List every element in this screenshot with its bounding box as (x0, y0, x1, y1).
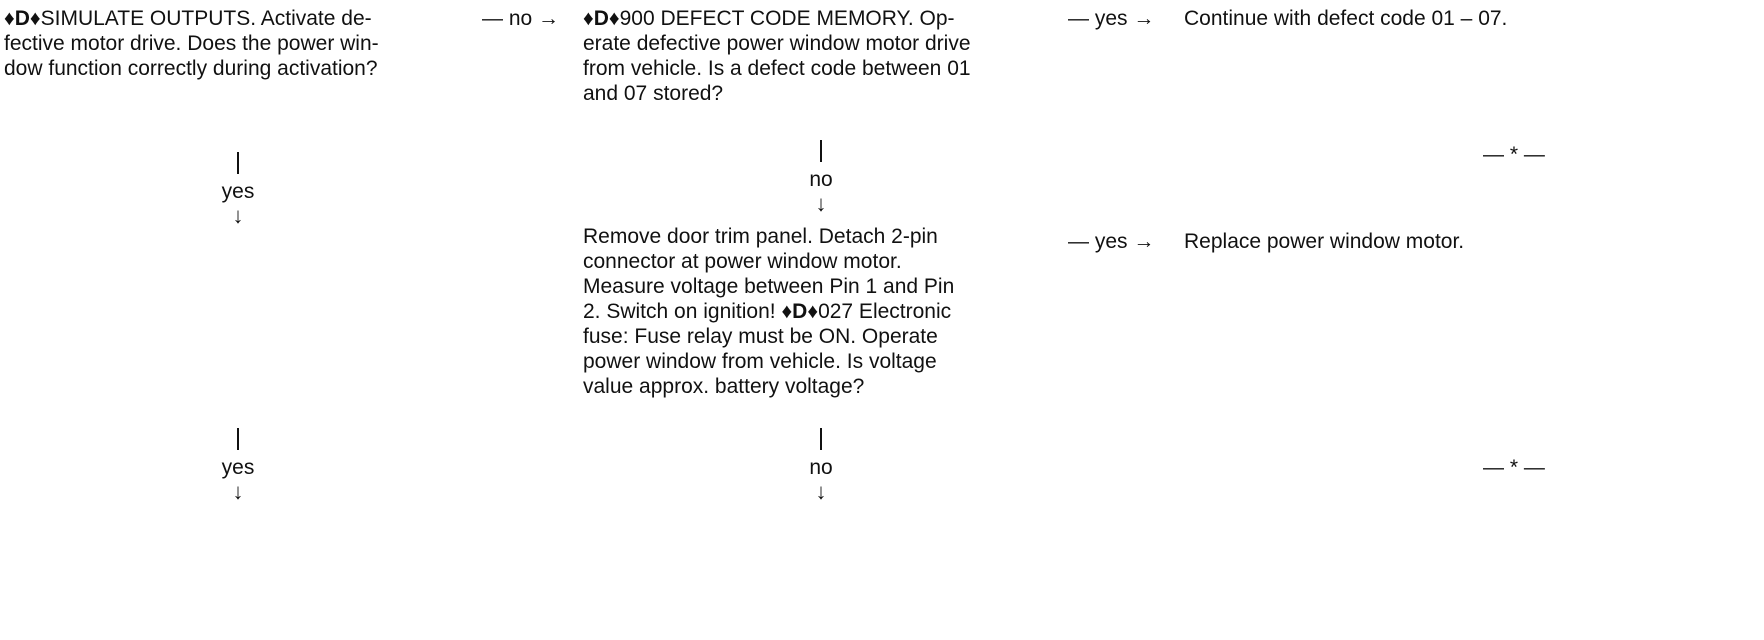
step2-text: 900 DEFECT CODE MEMORY. Op- erate defect… (583, 7, 971, 105)
step3-yes-arrow: — yes → (1068, 230, 1155, 253)
step1-no-arrow: — no → (482, 7, 560, 30)
step3-text-after: 027 Electronic fuse: Fuse relay must be … (583, 300, 952, 398)
step1-yes-flow-2: yes ↓ (208, 428, 268, 504)
step2-yes-arrow: — yes → (1068, 7, 1155, 30)
diagnostic-marker: ♦D♦ (4, 7, 41, 30)
flow-label-yes: yes (221, 180, 255, 203)
step1-yes-flow-1: yes ↓ (208, 152, 268, 228)
step2-yes-result: Continue with defect code 01 – 07. (1184, 7, 1508, 30)
step2-question: ♦D♦900 DEFECT CODE MEMORY. Op- erate def… (583, 6, 1053, 106)
flow-line (820, 428, 822, 450)
down-arrow-icon: ↓ (232, 203, 244, 228)
flow-label-no: no (809, 456, 833, 479)
down-arrow-icon: ↓ (815, 191, 827, 216)
step1-text: SIMULATE OUTPUTS. Activate de- fective m… (4, 7, 379, 80)
end-marker: — * — (1483, 456, 1545, 479)
step2-no-flow: no ↓ (791, 140, 851, 216)
step1-question: ♦D♦SIMULATE OUTPUTS. Activate de- fectiv… (4, 6, 464, 81)
diagnostic-marker: ♦D♦ (781, 300, 819, 323)
flow-line (237, 152, 239, 174)
step3-text-before: Remove door trim panel. Detach 2-pin con… (583, 225, 955, 323)
diagnostic-marker: ♦D♦ (583, 7, 620, 30)
down-arrow-icon: ↓ (232, 479, 244, 504)
flow-line (820, 140, 822, 162)
step3-question: Remove door trim panel. Detach 2-pin con… (583, 224, 1053, 399)
flow-line (237, 428, 239, 450)
step3-no-flow: no ↓ (791, 428, 851, 504)
flow-label-no: no (809, 168, 833, 191)
step3-yes-result: Replace power window motor. (1184, 230, 1465, 253)
flow-label-yes: yes (221, 456, 255, 479)
down-arrow-icon: ↓ (815, 479, 827, 504)
end-marker: — * — (1483, 143, 1545, 166)
